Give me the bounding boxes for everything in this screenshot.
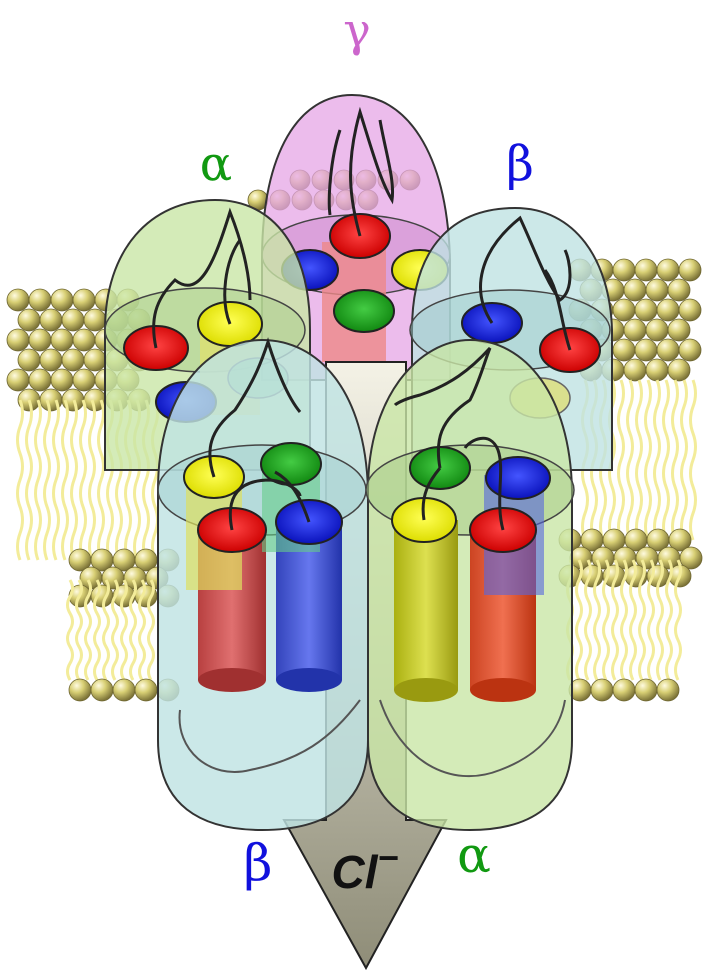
lipid-tail <box>27 400 32 560</box>
lipid-head <box>635 259 657 281</box>
lipid-head <box>624 319 646 341</box>
lipid-tail <box>673 380 678 540</box>
lipid-tail <box>36 400 41 560</box>
lipid-head <box>613 259 635 281</box>
lipid-tail <box>664 380 669 540</box>
lipid-head <box>7 329 29 351</box>
lipid-tail <box>81 400 86 560</box>
lipid-tail <box>655 380 660 540</box>
lipid-head <box>84 349 106 371</box>
lipid-head <box>646 279 668 301</box>
lipid-head <box>51 289 73 311</box>
lipid-head <box>40 349 62 371</box>
lipid-tail <box>90 400 95 560</box>
lipid-head <box>7 289 29 311</box>
alpha-label-top: α <box>200 136 232 192</box>
lipid-tail <box>682 380 687 540</box>
alpha-subunit-front <box>366 340 574 830</box>
lipid-head <box>29 369 51 391</box>
lipid-head <box>73 329 95 351</box>
lipid-head <box>91 679 113 701</box>
lipid-tail <box>18 400 23 560</box>
lipid-tail <box>68 580 73 680</box>
ion-charge: − <box>377 837 398 878</box>
lipid-head <box>84 309 106 331</box>
lipid-tail <box>637 380 642 540</box>
lipid-head <box>613 299 635 321</box>
lipid-tail <box>628 380 633 540</box>
lipid-head <box>613 679 635 701</box>
lipid-head <box>624 359 646 381</box>
lipid-head <box>29 289 51 311</box>
lipid-tail <box>646 380 651 540</box>
lipid-tail <box>99 400 104 560</box>
gamma-label: γ <box>343 3 371 57</box>
lipid-head <box>7 369 29 391</box>
alpha-label-bottom: α <box>457 826 491 884</box>
lipid-tail <box>54 400 59 560</box>
lipid-tail <box>45 400 50 560</box>
lipid-head <box>135 679 157 701</box>
lipid-head <box>113 679 135 701</box>
lipid-head <box>635 679 657 701</box>
lipid-head <box>657 259 679 281</box>
lipid-tail <box>72 400 77 560</box>
beta-label-bottom: β <box>244 834 273 892</box>
lipid-head <box>591 679 613 701</box>
lipid-head <box>668 279 690 301</box>
lipid-head <box>668 319 690 341</box>
lipid-head <box>646 359 668 381</box>
lipid-head <box>73 369 95 391</box>
lipid-head <box>613 339 635 361</box>
lipid-head <box>679 339 701 361</box>
lipid-head <box>679 259 701 281</box>
lipid-tail <box>691 380 696 540</box>
lipid-head <box>73 289 95 311</box>
lipid-head <box>646 319 668 341</box>
lipid-head <box>40 309 62 331</box>
lipid-head <box>668 359 690 381</box>
lipid-head <box>635 339 657 361</box>
lipid-head <box>51 329 73 351</box>
lipid-head <box>69 679 91 701</box>
helix-top-green <box>334 290 394 332</box>
ion-symbol: Cl <box>331 846 378 898</box>
lipid-head <box>62 309 84 331</box>
beta-subunit-front <box>158 340 368 830</box>
lipid-head <box>51 369 73 391</box>
beta-label-top: β <box>506 136 534 192</box>
lipid-head <box>657 679 679 701</box>
lipid-head <box>657 339 679 361</box>
lipid-head <box>657 299 679 321</box>
lipid-head <box>29 329 51 351</box>
lipid-head <box>679 299 701 321</box>
lipid-head <box>635 299 657 321</box>
lipid-tail <box>619 380 624 540</box>
lipid-head <box>18 309 40 331</box>
lipid-head <box>62 349 84 371</box>
lipid-head <box>624 279 646 301</box>
lipid-head <box>18 349 40 371</box>
lipid-tail <box>63 400 68 560</box>
